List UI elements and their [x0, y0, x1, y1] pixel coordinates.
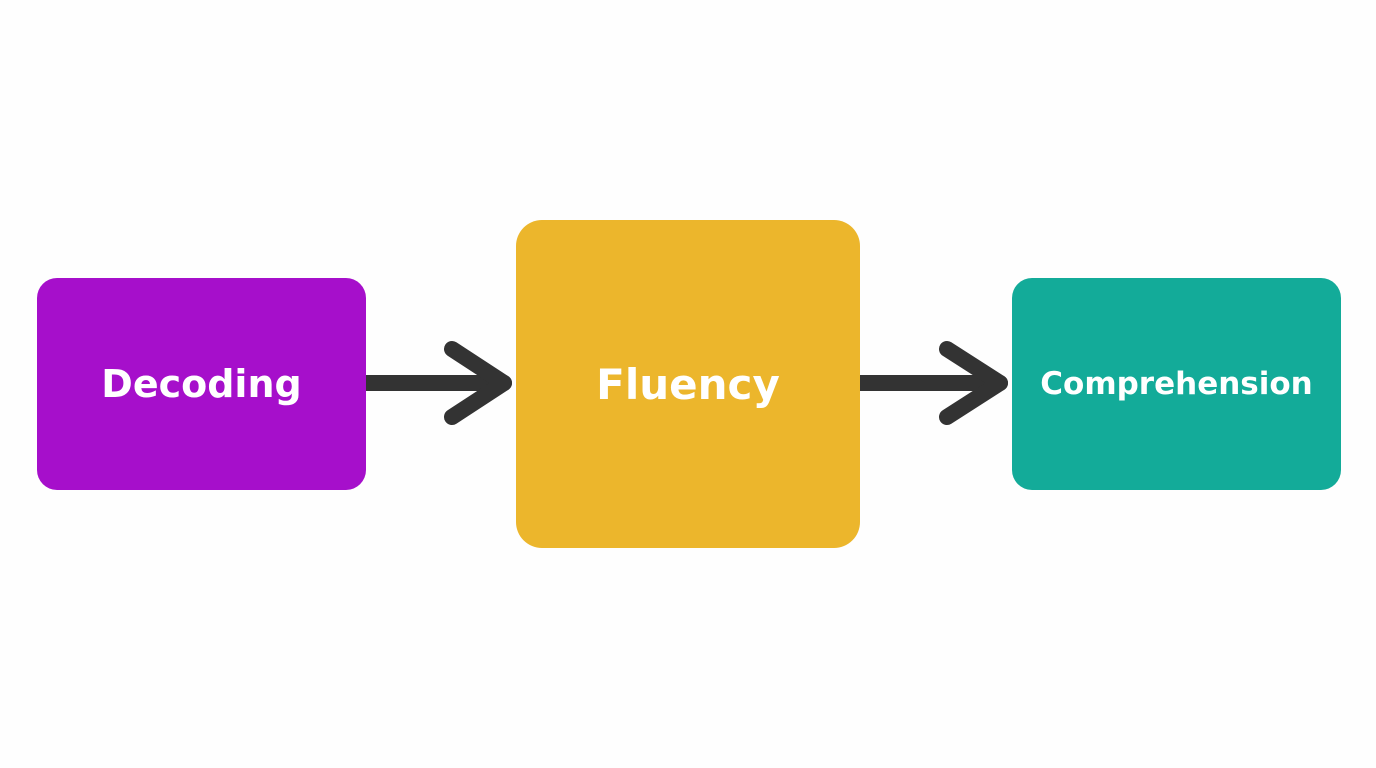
arrow-decoding-to-fluency: [358, 341, 512, 425]
comprehension-label: Comprehension: [1040, 366, 1313, 402]
decoding-label: Decoding: [101, 362, 302, 406]
fluency-node: Fluency: [516, 220, 860, 548]
arrow-fluency-to-comprehension: [852, 341, 1008, 425]
fluency-label: Fluency: [596, 359, 780, 409]
arrow-head: [939, 341, 1008, 425]
decoding-node: Decoding: [37, 278, 366, 490]
arrow-head: [444, 341, 512, 425]
comprehension-node: Comprehension: [1012, 278, 1341, 490]
